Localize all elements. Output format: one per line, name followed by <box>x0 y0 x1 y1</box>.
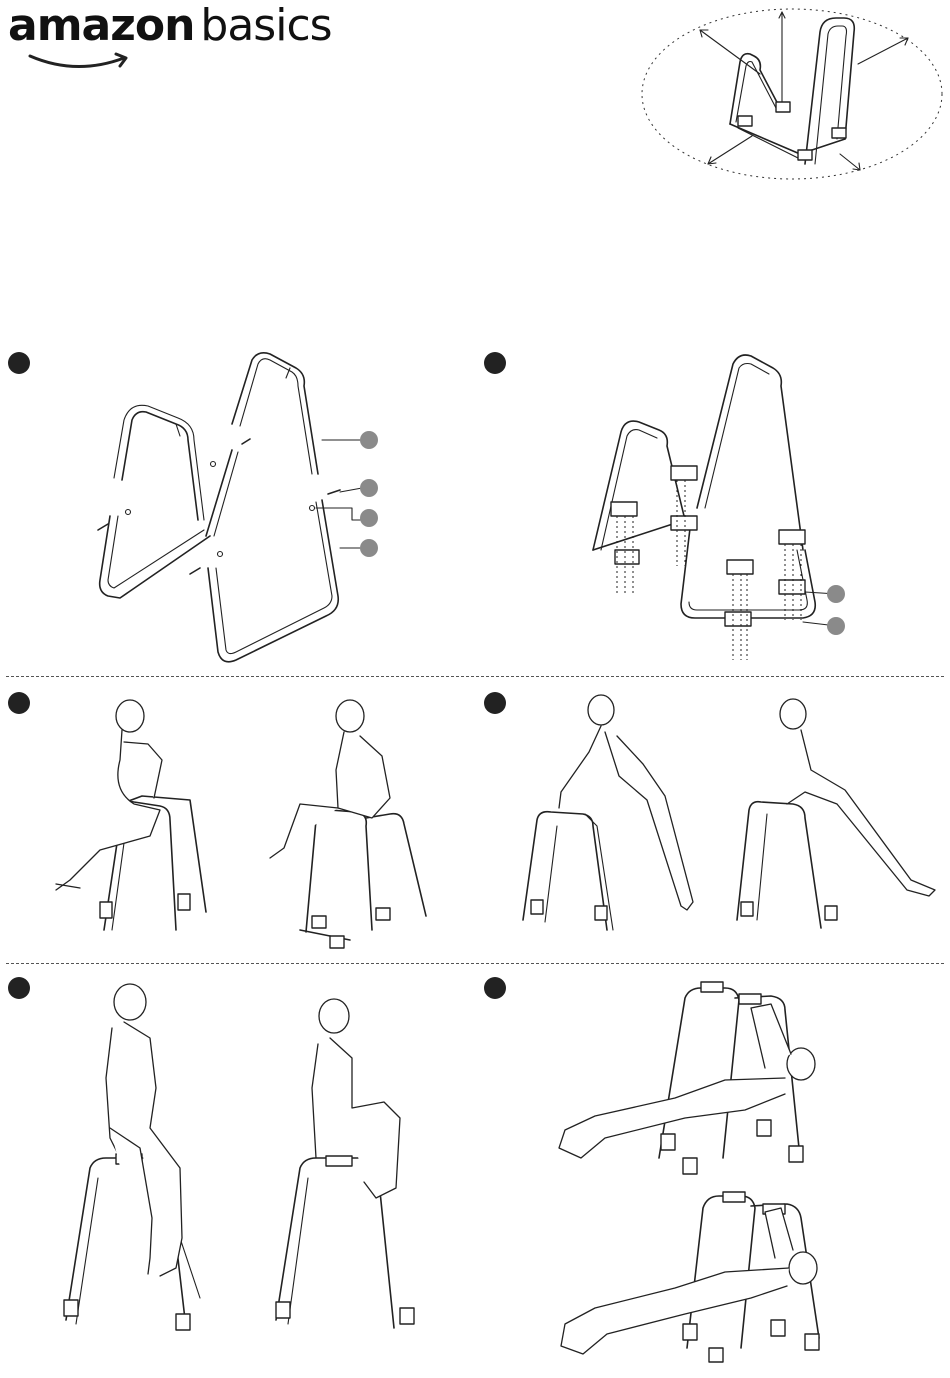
step-2-foot-pads-illustration <box>475 340 950 670</box>
step-6-inverted-row-illustration <box>475 968 950 1373</box>
step-3-tricep-dips-illustration <box>0 680 475 960</box>
step-5-step-up-illustration <box>0 968 475 1373</box>
step-1-part-callout-b <box>360 479 378 497</box>
dip-station-dimension-illustration <box>640 4 945 182</box>
section-divider-2 <box>6 963 944 964</box>
hero-product-image <box>640 4 945 182</box>
brand-smile-icon <box>26 50 136 72</box>
step-1-frame-assembly-illustration <box>0 340 475 670</box>
brand-name-light: basics <box>200 0 331 51</box>
step-2-part-callout-a <box>827 585 845 603</box>
step-2-part-callout-b <box>827 617 845 635</box>
section-divider-1 <box>6 676 944 677</box>
step-1-part-callout-a <box>360 431 378 449</box>
step-4-incline-pushup-illustration <box>475 680 950 960</box>
step-1-part-callout-d <box>360 539 378 557</box>
step-1-part-callout-c <box>360 509 378 527</box>
brand-name-bold: amazon <box>8 0 194 51</box>
